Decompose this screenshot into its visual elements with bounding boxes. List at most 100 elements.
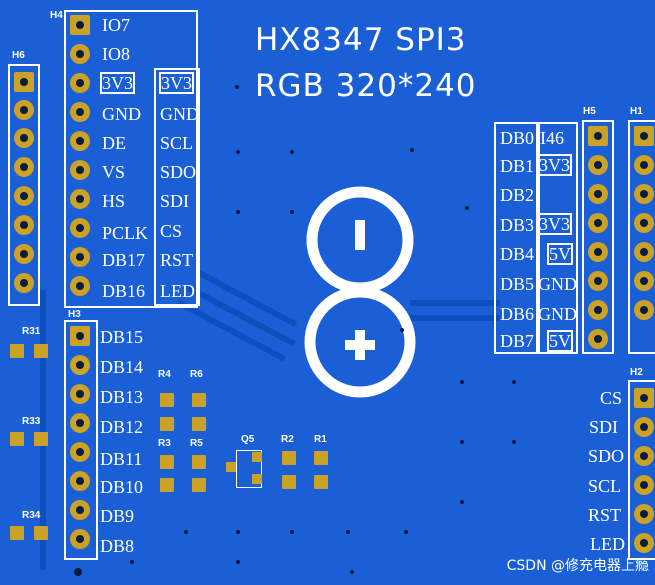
spi-label: GND [160,104,199,124]
h4-pad [70,247,90,267]
r3-pad [160,455,174,469]
h6-pad [14,157,34,177]
r6-pad [192,393,206,407]
h3-label: DB10 [100,477,144,497]
r1-pad [314,451,328,465]
h4-pad [70,73,90,93]
h4-label: IO8 [102,44,130,64]
q5-ref: Q5 [241,434,255,445]
h1-pad [634,271,654,291]
r31-ref: R31 [22,326,41,337]
h1-pad [634,126,654,146]
h5-pad [588,300,608,320]
r34-ref: R34 [22,510,41,521]
h5-pad [588,155,608,175]
via [236,560,240,564]
h5-pad [588,242,608,262]
h3-label: DB13 [100,387,144,407]
h5-right-label: 5V [547,330,573,352]
h6-pad [14,186,34,206]
h1-pad [634,213,654,233]
h4-pad [70,102,90,122]
h6-ref: H6 [12,50,25,61]
h6-pad [14,273,34,293]
r6-ref: R6 [190,369,203,380]
via [236,150,240,154]
h2-label: RST [588,505,622,525]
h6-pad [14,100,34,120]
via [350,570,354,574]
h5-left-label: DB5 [500,274,535,294]
h3-ref: H3 [68,309,81,320]
h4-label: DB17 [102,250,146,270]
h5-right-outline [536,122,578,354]
h3-outline [64,320,98,560]
h6-pad [14,128,34,148]
via [236,530,240,534]
h5-pad [588,126,608,146]
h4-pad [70,15,90,35]
h1-pad [634,155,654,175]
h5-pad [588,271,608,291]
h5-right-label: 3V3 [537,154,572,176]
via [512,380,516,384]
h5-ref: H5 [583,106,596,117]
h3-label: DB14 [100,357,144,377]
h2-label: SDI [589,417,619,437]
board-logo [304,186,416,398]
h3-label: DB12 [100,417,144,437]
spi-label: 3V3 [159,72,194,94]
h4-label: DB16 [102,281,146,301]
h5-outline [582,120,614,354]
h2-label: SCL [588,476,622,496]
h3-pad [70,442,90,462]
h2-pad [634,475,654,495]
h2-label: CS [600,388,623,408]
r5-pad [192,455,206,469]
h1-ref: H1 [630,106,643,117]
h5-right-label: GND [538,304,577,324]
r3-ref: R3 [158,438,171,449]
r33-pad [34,432,48,446]
spi-label: SCL [160,133,194,153]
r2-pad [282,451,296,465]
r34-pad [10,526,24,540]
via [404,530,408,534]
h2-pad [634,504,654,524]
h5-left-outline [494,122,540,354]
spi-label-outline [154,68,200,306]
spi-label: SDO [160,162,197,182]
h4-pad [70,160,90,180]
via [460,500,464,504]
h5-pad [588,184,608,204]
spi-label: RST [160,250,194,270]
h4-pad [70,131,90,151]
h1-pad [634,300,654,320]
h3-label: DB11 [100,449,143,469]
h4-ref: H4 [50,10,63,21]
h1-pad [634,242,654,262]
via [400,328,404,332]
h5-right-label: 5V [547,243,573,265]
h3-pad [70,471,90,491]
r33-ref: R33 [22,416,41,427]
h5-left-label: DB7 [500,331,535,351]
r4-pad [160,417,174,431]
h5-left-label: DB6 [500,304,535,324]
spi-label: SDI [160,191,190,211]
h4-label: GND [102,104,141,124]
r2-pad [282,475,296,489]
via [346,530,350,534]
h2-label: SDO [588,446,625,466]
r4-pad [160,393,174,407]
h4-label: HS [102,191,126,211]
h4-label: VS [102,162,126,182]
via [290,150,294,154]
h2-pad [634,417,654,437]
h3-label: DB15 [100,327,144,347]
h4-label: IO7 [102,15,130,35]
h4-label: PCLK [102,223,149,243]
h4-pad [70,276,90,296]
h3-label: DB9 [100,506,135,526]
